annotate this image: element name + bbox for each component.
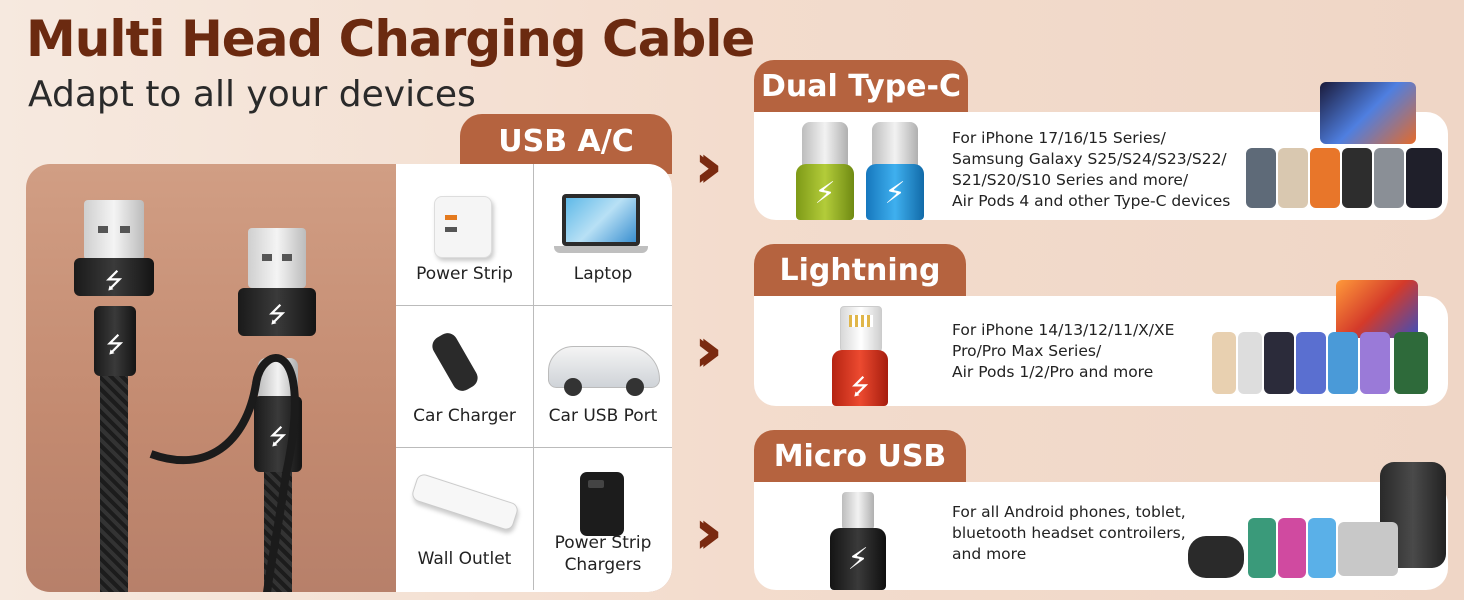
usb-symbol-icon: ⭍ — [105, 333, 125, 358]
chevron-double-right-icon: ›› — [694, 313, 723, 386]
grid-label: Power Strip Chargers — [554, 533, 652, 575]
usb-symbol-icon: ⭍ — [850, 375, 870, 400]
usb-a-plug — [248, 228, 306, 288]
usb-c-tip — [802, 122, 848, 166]
braided-cable — [100, 376, 128, 592]
desc-line: Samsung Galaxy S25/S24/S23/S22/ — [952, 150, 1227, 168]
dual-type-c-tab: Dual Type-C — [754, 60, 968, 116]
power-strip-image — [410, 472, 520, 532]
dual-type-c-description: For iPhone 17/16/15 Series/ Samsung Gala… — [952, 128, 1230, 212]
car-charger-image — [428, 329, 482, 395]
dual-type-c-card: ⚡ ⚡ For iPhone 17/16/15 Series/ Samsung … — [754, 82, 1448, 220]
usb-c-housing: ⭍ — [94, 306, 136, 376]
usb-a-housing: ⭍ — [74, 258, 154, 296]
grid-cell-power-strip-chargers: Power Strip Chargers — [534, 448, 672, 590]
chevron-double-right-icon: ›› — [694, 129, 723, 202]
page-subtitle: Adapt to all your devices — [28, 74, 476, 115]
desc-line: Air Pods 4 and other Type-C devices — [952, 192, 1231, 210]
grid-label: Laptop — [573, 264, 633, 284]
desc-line: Pro/Pro Max Series/ — [952, 342, 1102, 360]
micro-usb-tab: Micro USB — [754, 430, 966, 486]
grid-cell-car-usb-port: Car USB Port — [534, 306, 672, 448]
desc-line: For all Android phones, toblet, — [952, 503, 1186, 521]
desc-line: For iPhone 17/16/15 Series/ — [952, 129, 1166, 147]
grid-label: Car USB Port — [548, 406, 658, 426]
green-type-c-connector: ⚡ — [796, 164, 854, 220]
micro-usb-tip — [842, 492, 874, 530]
grid-cell-power-strip: Power Strip — [396, 164, 534, 306]
desc-line: S21/S20/S10 Series and more/ — [952, 171, 1189, 189]
blue-type-c-connector: ⚡ — [866, 164, 924, 220]
grid-cell-laptop: Laptop — [534, 164, 672, 306]
page-title: Multi Head Charging Cable — [26, 10, 755, 68]
usb-symbol-icon: ⭍ — [268, 425, 288, 450]
usb-a-housing: ⭍ — [238, 288, 316, 336]
desc-line: and more — [952, 545, 1027, 563]
cable-loop — [149, 354, 299, 592]
lightning-card: ⭍ For iPhone 14/13/12/11/X/XE Pro/Pro Ma… — [754, 280, 1448, 406]
red-lightning-connector: ⭍ — [832, 350, 888, 406]
micro-usb-description: For all Android phones, toblet, bluetoot… — [952, 502, 1186, 565]
grid-cell-car-charger: Car Charger — [396, 306, 534, 448]
micro-usb-card: ⚡ For all Android phones, toblet, blueto… — [754, 462, 1448, 590]
usb-symbol-icon: ⭍ — [267, 303, 287, 328]
desc-line: bluetooth headset controilers, — [952, 524, 1186, 542]
desc-line: For iPhone 14/13/12/11/X/XE — [952, 321, 1175, 339]
lightning-description: For iPhone 14/13/12/11/X/XE Pro/Pro Max … — [952, 320, 1174, 383]
usb-c-tip — [872, 122, 918, 166]
device-grid: Power Strip Laptop Car Charger Car USB P… — [396, 164, 672, 592]
laptop-image — [562, 194, 640, 246]
usb-symbol-icon: ⭍ — [104, 269, 124, 294]
lightning-bolt-icon: ⚡ — [884, 176, 906, 211]
grid-label: Car Charger — [413, 406, 516, 426]
grid-label: Wall Outlet — [417, 549, 512, 569]
lightning-tab: Lightning — [754, 244, 966, 300]
desc-line: Air Pods 1/2/Pro and more — [952, 363, 1154, 381]
power-adapter-image — [434, 196, 492, 258]
power-bank-image — [580, 472, 624, 536]
grid-label: Power Strip — [416, 264, 513, 284]
lightning-bolt-icon: ⚡ — [847, 542, 869, 577]
lightning-bolt-icon: ⚡ — [814, 176, 836, 211]
lightning-tip — [840, 306, 882, 352]
chevron-double-right-icon: ›› — [694, 495, 723, 568]
black-micro-usb-connector: ⚡ — [830, 528, 886, 590]
grid-cell-wall-outlet: Wall Outlet — [396, 448, 534, 590]
usb-a-plug — [84, 200, 144, 260]
